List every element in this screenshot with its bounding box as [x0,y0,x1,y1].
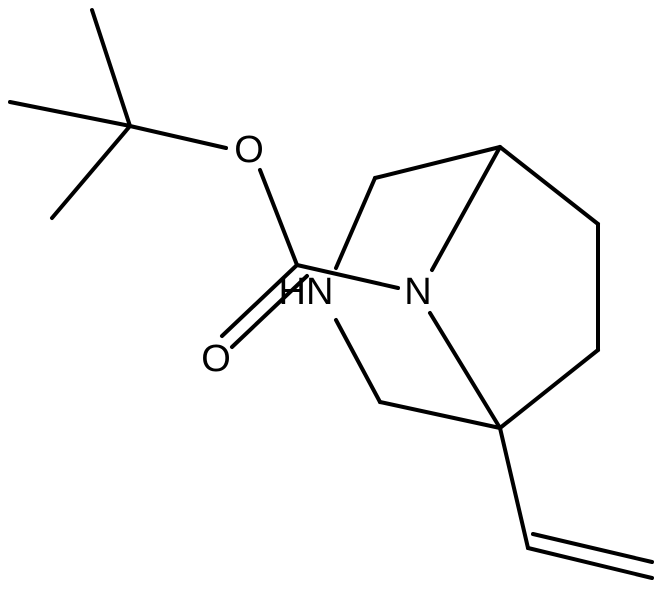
bond-ethano-b-lower-bridgehead [498,348,600,430]
amine-nh-label: HN [279,271,334,313]
bond-bridgehead-vinyl [498,426,530,550]
bond-carbonyl-carbon-nitrogen [295,263,400,290]
bond-bridge-n-lower-bridgehead [428,311,502,430]
bond-upper-bridgehead-ethano-a [498,145,600,226]
carbonyl-oxygen-label: O [201,338,231,380]
bridge-nitrogen-label: N [404,271,431,313]
bond-bridge-n-upper-bridgehead [430,145,502,272]
bond-oxygen-carbonyl-carbon [258,168,299,267]
bond-vinyl-double-b [531,532,654,564]
bond-tbu-oxygen [128,124,228,150]
bond-tbu-methyl-top [90,8,132,128]
bond-vinyl-double-a [526,546,654,580]
bond-carbonyl-double-b [230,274,309,349]
bond-tbu-methyl-left [8,100,132,128]
bond-ch2-amine [334,176,377,270]
bond-tbu-methyl-bottom [50,124,132,220]
bond-amine-ch2 [334,318,382,404]
ether-oxygen-label: O [234,129,264,171]
bond-carbonyl-double-a [220,263,299,338]
bond-ch2-lower-bridgehead [378,400,502,430]
bond-upper-bridgehead-ch2 [373,145,502,180]
